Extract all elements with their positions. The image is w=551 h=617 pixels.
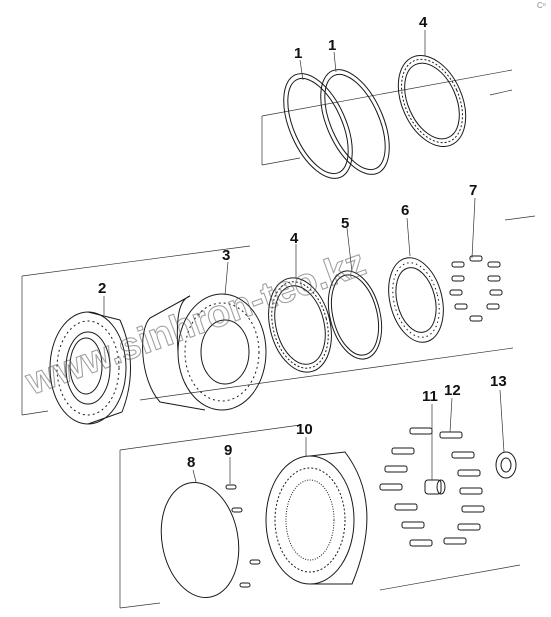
callout-6: 6 <box>401 202 409 219</box>
callout-5: 5 <box>341 215 349 232</box>
callout-10: 10 <box>296 421 313 438</box>
callout-9: 9 <box>224 442 232 459</box>
callout-13: 13 <box>490 373 507 390</box>
callout-1a: 1 <box>294 45 302 62</box>
callout-4a: 4 <box>419 14 428 31</box>
callout-3: 3 <box>222 247 230 264</box>
callout-1b: 1 <box>328 37 336 54</box>
flange-hub-2 <box>49 311 131 425</box>
ring-6 <box>388 257 444 343</box>
o-ring-5 <box>327 270 383 360</box>
bolt-set-7 <box>449 255 503 322</box>
callout-7: 7 <box>469 182 477 199</box>
group-panel-top <box>261 69 513 166</box>
group-panel-bottom <box>119 424 521 609</box>
o-ring-1b <box>320 69 390 175</box>
corner-mark: Cᵒ <box>537 1 546 10</box>
callout-2: 2 <box>98 280 106 297</box>
washer-13 <box>495 451 517 479</box>
callout-11: 11 <box>422 388 438 405</box>
bearing-4-middle <box>268 277 332 373</box>
callout-8: 8 <box>187 454 195 471</box>
callout-4b: 4 <box>290 230 299 247</box>
group-panel-middle <box>21 215 536 416</box>
pins-9 <box>225 484 261 588</box>
leader-lines <box>103 30 505 484</box>
cover-plate-8 <box>160 482 240 598</box>
o-ring-1a <box>283 73 353 179</box>
watermark: www.sinhron-teo.kz <box>20 242 371 404</box>
housing-3 <box>142 293 267 411</box>
ring-gear-10 <box>265 451 368 585</box>
callout-12: 12 <box>444 382 461 399</box>
bearing-4-top <box>397 54 467 148</box>
sleeve-11 <box>424 479 446 495</box>
